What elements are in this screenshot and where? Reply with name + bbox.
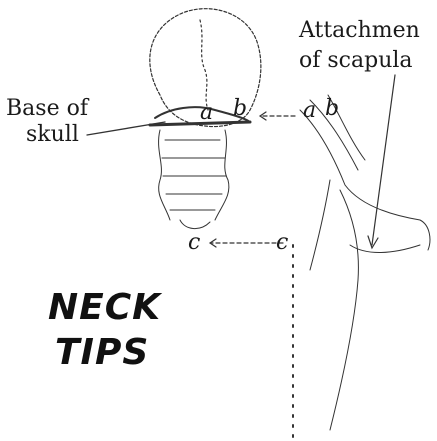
marker-b-skull: b (233, 96, 247, 121)
title-line-2: TIPS (55, 332, 149, 373)
label-skull: skull (26, 124, 79, 146)
marker-c-right: c (276, 230, 288, 255)
marker-a-skull: a (200, 100, 213, 125)
label-attachment: Attachmen (299, 20, 420, 42)
spine-drawing (159, 130, 229, 229)
shoulder-drawing (300, 95, 430, 430)
title-line-1: NECK (48, 287, 161, 328)
label-base-of: Base of (6, 98, 88, 120)
marker-c-spine: c (188, 230, 200, 255)
marker-b-right: b (325, 96, 339, 121)
marker-a-right: a (303, 98, 316, 123)
label-of-scapula: of scapula (299, 50, 413, 72)
